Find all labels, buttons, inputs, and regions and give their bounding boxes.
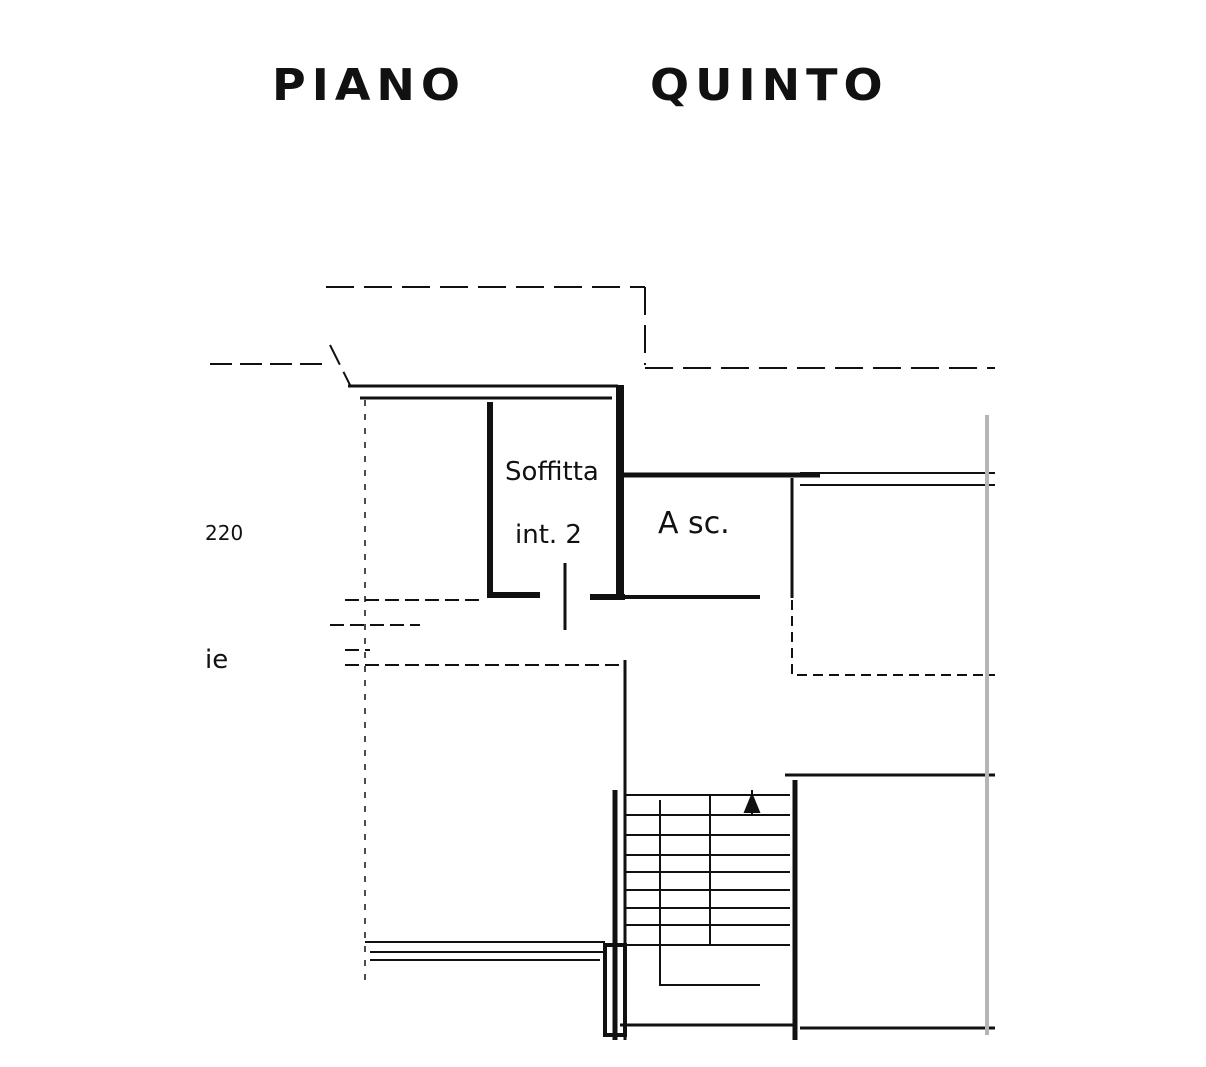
room-label-elevator: A sc. <box>658 506 730 541</box>
plan-title-word-piano: PIANO <box>272 59 467 111</box>
staircase <box>625 790 790 986</box>
room-label-attic-unit: int. 2 <box>515 520 582 550</box>
dashed-outlines <box>210 286 995 980</box>
walls <box>330 385 995 1040</box>
cut-off-label-bottom: ie <box>205 645 228 675</box>
room-label-attic: Soffitta <box>505 457 599 487</box>
cut-off-label-top: 220 <box>205 521 243 545</box>
scrollbar[interactable] <box>985 415 989 1035</box>
plan-title-word-quinto: QUINTO <box>650 59 889 111</box>
